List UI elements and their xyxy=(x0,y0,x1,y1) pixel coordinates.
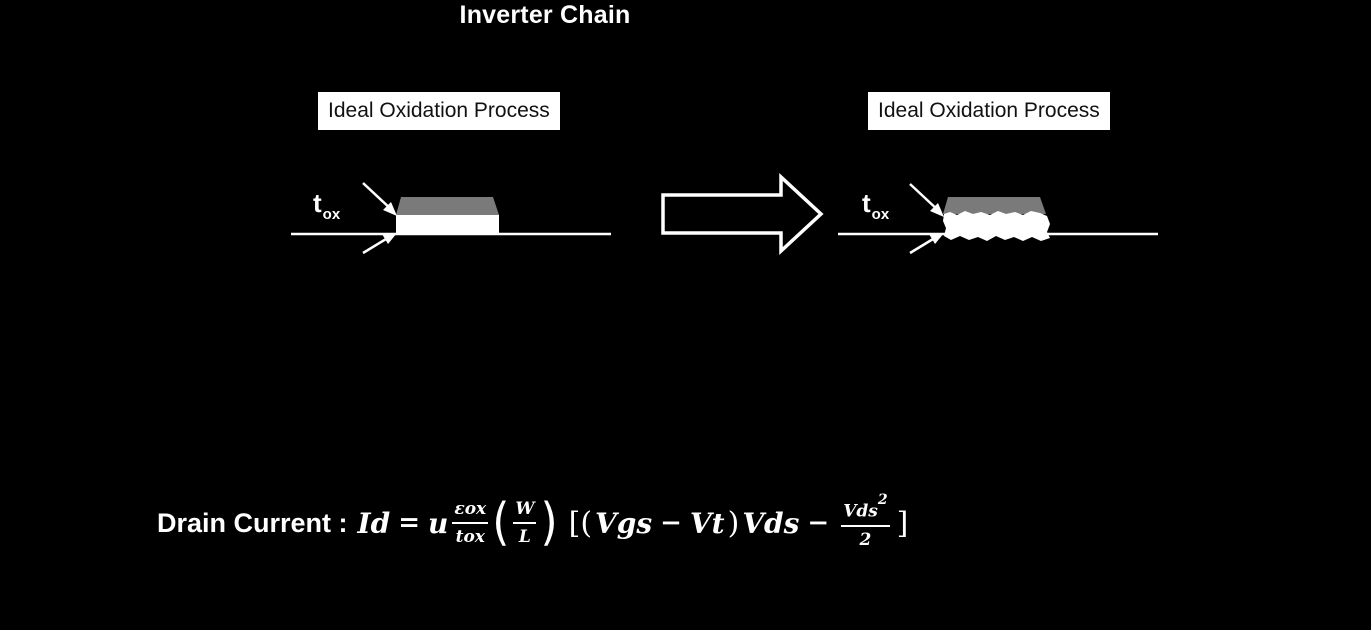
gate-block-left xyxy=(396,197,499,215)
drain-current-equation: Drain Current : Id = u εox tox ( W L ) [… xyxy=(157,488,911,558)
eq-equals: = xyxy=(398,508,421,538)
eq-vgs: Vgs xyxy=(595,506,653,540)
eq-vds2-base: Vds xyxy=(843,501,878,522)
right-arrow-outline-icon xyxy=(661,172,824,256)
eq-minus-2: − xyxy=(807,508,830,538)
ideal-oxidation-label-left: Ideal Oxidation Process xyxy=(318,92,560,130)
eq-frac-bar-3 xyxy=(841,524,890,527)
eq-vds2-over-2: Vds2 2 xyxy=(841,492,890,551)
eq-frac-bar-2 xyxy=(513,522,537,524)
tox-sub-right: ox xyxy=(871,206,890,223)
slide-title: Inverter Chain xyxy=(459,1,631,29)
oxide-layer-left xyxy=(396,215,499,234)
eq-vds2-exp: 2 xyxy=(877,492,888,509)
eq-w-over-l: W L xyxy=(513,498,537,548)
eq-mobility: u xyxy=(428,506,449,540)
tox-arrowhead-bottom-left xyxy=(382,233,397,244)
tox-main-right: t xyxy=(862,188,871,218)
eq-two: 2 xyxy=(859,529,872,550)
tox-label-left: tox xyxy=(313,188,341,223)
eq-id: Id xyxy=(357,506,391,540)
equation-label: Drain Current : xyxy=(157,507,348,538)
eq-vt: Vt xyxy=(689,506,725,540)
eq-vds2-num: Vds2 xyxy=(841,492,889,523)
eq-paren-close: ) xyxy=(540,493,558,552)
eq-w: W xyxy=(515,499,535,519)
tox-sub-left: ox xyxy=(322,206,341,223)
eq-frac-bar-1 xyxy=(452,522,489,524)
oxide-layer-right-rough xyxy=(943,211,1050,241)
tox-arrowhead-bottom-right xyxy=(929,233,944,244)
ideal-oxidation-label-right: Ideal Oxidation Process xyxy=(868,92,1110,130)
eq-paren-close-2: ) xyxy=(727,505,740,541)
gate-block-right xyxy=(943,197,1046,214)
eq-eps-den: tox xyxy=(455,527,485,547)
eq-bracket-close: ] xyxy=(896,505,909,541)
eq-eps-over-tox: εox tox xyxy=(452,498,489,548)
eq-eps-num: εox xyxy=(454,499,487,519)
tox-arrowhead-top-right xyxy=(930,203,944,217)
tox-arrowhead-top-left xyxy=(383,202,397,216)
eq-minus-1: − xyxy=(660,508,682,538)
tox-label-right: tox xyxy=(862,188,890,223)
eq-paren-open: ( xyxy=(492,493,510,552)
tox-main-left: t xyxy=(313,188,322,218)
eq-l: L xyxy=(518,527,531,547)
eq-vds: Vds xyxy=(742,506,800,540)
eq-bracket-open: [( xyxy=(568,505,593,541)
